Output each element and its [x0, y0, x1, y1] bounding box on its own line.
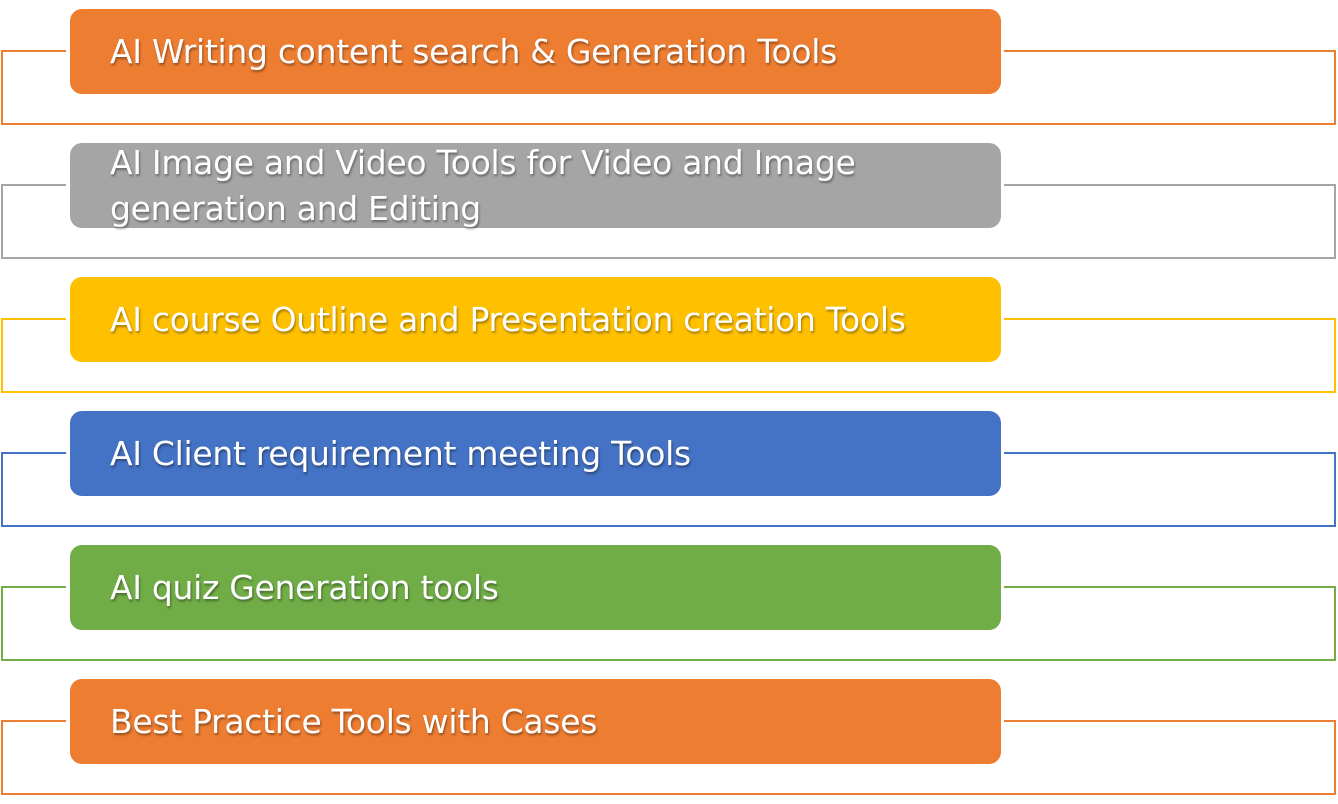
list-item-best-practice-tools: Best Practice Tools with Cases [0, 679, 1338, 797]
item-label: AI quiz Generation tools [70, 545, 1001, 630]
list-item-writing-tools: AI Writing content search & Generation T… [0, 9, 1338, 127]
item-label: AI course Outline and Presentation creat… [70, 277, 1001, 362]
item-label: Best Practice Tools with Cases [70, 679, 1001, 764]
item-label: AI Image and Video Tools for Video and I… [70, 143, 1001, 228]
list-item-quiz-tools: AI quiz Generation tools [0, 545, 1338, 663]
item-label: AI Writing content search & Generation T… [70, 9, 1001, 94]
list-item-client-meeting-tools: AI Client requirement meeting Tools [0, 411, 1338, 529]
item-label: AI Client requirement meeting Tools [70, 411, 1001, 496]
list-item-course-outline-tools: AI course Outline and Presentation creat… [0, 277, 1338, 395]
list-item-image-video-tools: AI Image and Video Tools for Video and I… [0, 143, 1338, 261]
